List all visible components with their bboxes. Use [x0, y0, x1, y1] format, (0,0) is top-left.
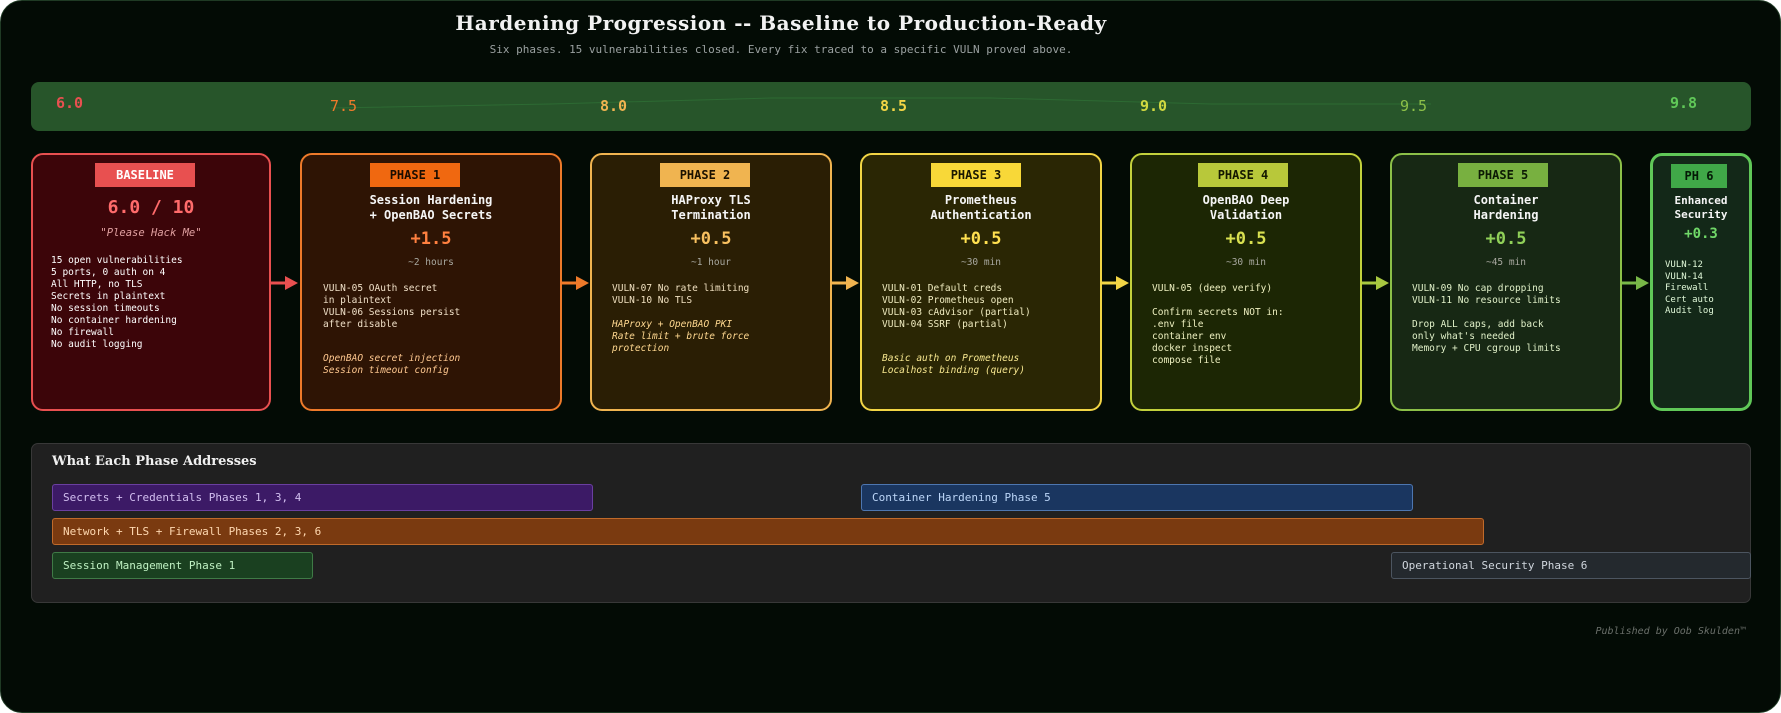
- phase-card-5: PHASE 5 Container Hardening +0.5 ~45 min…: [1390, 153, 1622, 411]
- arrow-icon: [832, 276, 859, 290]
- phase-duration: ~1 hour: [690, 257, 732, 268]
- phase-duration: ~30 min: [1225, 257, 1267, 268]
- phase-addresses-panel: What Each Phase Addresses Secrets + Cred…: [31, 443, 1751, 603]
- baseline-score: 6.0 / 10: [107, 197, 195, 218]
- addresses-bar-operational: Operational Security Phase 6: [1391, 552, 1751, 579]
- phase-card-4: PHASE 4 OpenBAO Deep Validation +0.5 ~30…: [1130, 153, 1362, 411]
- phase-score: +0.5: [1485, 229, 1527, 249]
- phase-name: OpenBAO Deep Validation: [1202, 193, 1290, 222]
- phase-badge: PH 6: [1671, 164, 1727, 188]
- footer-credit: Published by Oob Skulden™: [1595, 626, 1746, 637]
- phase-fixes: VULN-01 Default creds VULN-02 Prometheus…: [882, 283, 1031, 330]
- phase-badge: PHASE 4: [1198, 163, 1288, 187]
- score-phase-5: 9.5: [1400, 97, 1428, 115]
- phase-notes: HAProxy + OpenBAO PKI Rate limit + brute…: [612, 319, 750, 354]
- phase-fixes: VULN-09 No cap dropping VULN-11 No resou…: [1412, 283, 1561, 354]
- phase-fixes: VULN-12 VULN-14 Firewall Cert auto Audit…: [1665, 260, 1714, 316]
- addresses-title: What Each Phase Addresses: [52, 454, 257, 469]
- phase-duration: ~45 min: [1485, 257, 1527, 268]
- score-phase-6: 9.8: [1670, 94, 1698, 112]
- phase-card-3: PHASE 3 Prometheus Authentication +0.5 ~…: [860, 153, 1102, 411]
- phase-name: Enhanced Security: [1674, 194, 1728, 221]
- score-phase-2: 8.0: [600, 97, 628, 115]
- score-phase-1: 7.5: [330, 97, 358, 115]
- phase-score: +0.5: [1225, 229, 1267, 249]
- phase-fixes: VULN-05 OAuth secret in plaintext VULN-0…: [323, 283, 461, 330]
- phase-badge: BASELINE: [95, 163, 195, 187]
- phase-notes: Basic auth on Prometheus Localhost bindi…: [882, 353, 1025, 376]
- phase-name: Session Hardening + OpenBAO Secrets: [369, 193, 493, 222]
- phase-name: Container Hardening: [1473, 193, 1539, 222]
- arrow-icon: [562, 276, 589, 290]
- baseline-quote: "Please Hack Me": [100, 227, 202, 239]
- phase-name: Prometheus Authentication: [930, 193, 1032, 222]
- score-phase-4: 9.0: [1140, 97, 1168, 115]
- addresses-bar-network: Network + TLS + Firewall Phases 2, 3, 6: [52, 518, 1484, 545]
- arrow-icon: [1102, 276, 1129, 290]
- phase-badge: PHASE 5: [1458, 163, 1548, 187]
- page-subtitle: Six phases. 15 vulnerabilities closed. E…: [489, 43, 1073, 56]
- arrow-icon: [1362, 276, 1389, 290]
- phase-card-1: PHASE 1 Session Hardening + OpenBAO Secr…: [300, 153, 562, 411]
- score-baseline: 6.0: [56, 94, 84, 112]
- addresses-bar-container: Container Hardening Phase 5: [861, 484, 1413, 511]
- phase-fixes: VULN-05 (deep verify) Confirm secrets NO…: [1152, 283, 1284, 366]
- arrow-icon: [271, 276, 298, 290]
- phase-card-baseline: BASELINE 6.0 / 10 "Please Hack Me" 15 op…: [31, 153, 271, 411]
- phase-notes: OpenBAO secret injection Session timeout…: [323, 353, 461, 376]
- score-phase-3: 8.5: [880, 97, 908, 115]
- phase-score: +0.5: [690, 229, 732, 249]
- phase-badge: PHASE 2: [660, 163, 750, 187]
- baseline-issues: 15 open vulnerabilities 5 ports, 0 auth …: [51, 255, 183, 350]
- arrow-icon: [1622, 276, 1649, 290]
- phase-score: +1.5: [410, 229, 452, 249]
- phase-fixes: VULN-07 No rate limiting VULN-10 No TLS: [612, 283, 750, 306]
- addresses-bar-secrets: Secrets + Credentials Phases 1, 3, 4: [52, 484, 593, 511]
- phase-card-2: PHASE 2 HAProxy TLS Termination +0.5 ~1 …: [590, 153, 832, 411]
- phase-duration: ~30 min: [960, 257, 1002, 268]
- phase-score: +0.3: [1684, 226, 1718, 242]
- phase-badge: PHASE 3: [931, 163, 1021, 187]
- phase-name: HAProxy TLS Termination: [671, 193, 751, 222]
- phase-score: +0.5: [960, 229, 1002, 249]
- page-title: Hardening Progression -- Baseline to Pro…: [455, 11, 1107, 35]
- phase-badge: PHASE 1: [370, 163, 460, 187]
- addresses-bar-session: Session Management Phase 1: [52, 552, 313, 579]
- phase-duration: ~2 hours: [408, 257, 454, 268]
- score-trend-line: [330, 97, 1431, 109]
- phase-card-6: PH 6 Enhanced Security +0.3 VULN-12 VULN…: [1650, 153, 1752, 411]
- score-progression-bar: 6.0 7.5 8.0 8.5 9.0 9.5 9.8: [31, 82, 1751, 131]
